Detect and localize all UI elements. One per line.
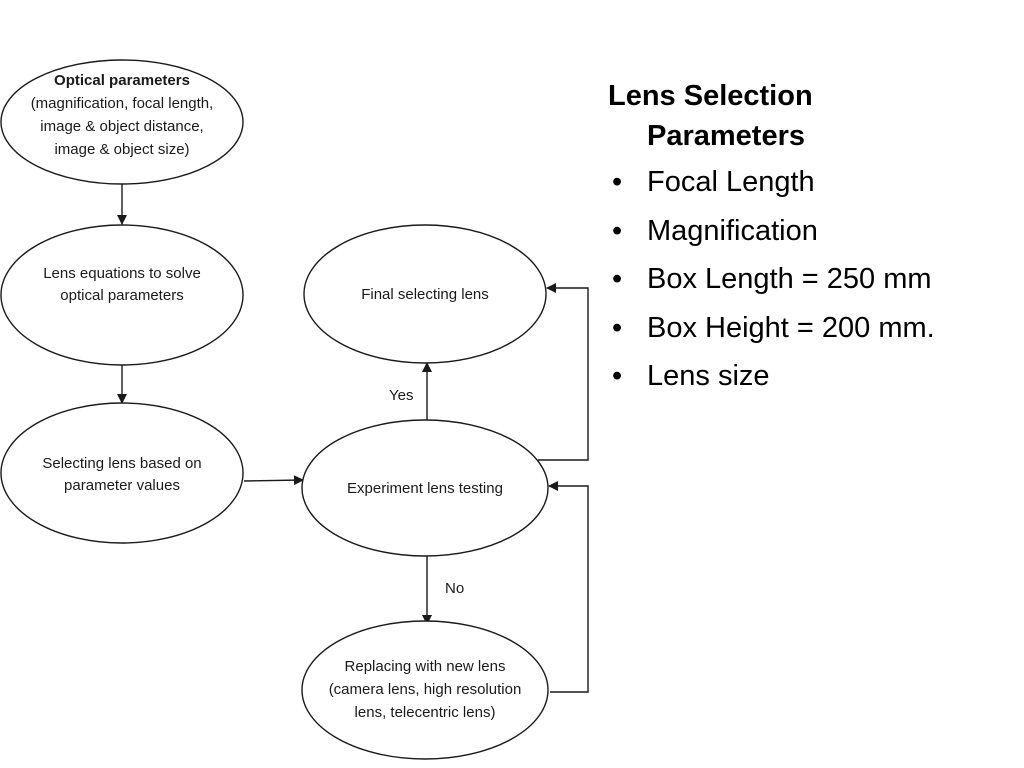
parameters-list: • Focal Length • Magnification • Box Len… [608,158,1018,401]
parameters-title-line1: Lens Selection [608,80,813,112]
edge-label-yes: Yes [389,387,413,404]
node-replacing-lens-line: (camera lens, high resolution [329,681,522,698]
node-experiment-lens-testing-line: Experiment lens testing [347,480,503,497]
parameters-title: Lens Selection Parameters [608,76,1018,156]
bullet-icon: • [612,214,623,247]
lens-selection-parameters: Lens Selection Parameters • Focal Length… [608,76,1018,401]
parameter-item: • Box Length = 250 mm [608,255,1018,304]
node-selecting-lens: Selecting lens based on parameter values [0,402,244,544]
parameter-item-label: Focal Length [647,166,815,198]
node-optical-parameters-line: image & object distance, [40,118,203,135]
bullet-icon: • [612,263,623,295]
parameter-item-label: Box Height = 200 mm. [647,311,935,344]
parameter-item-label: Magnification [647,214,818,247]
parameter-item: • Box Height = 200 mm. [608,304,1018,353]
node-optical-parameters-line: (magnification, focal length, [31,95,214,112]
edge-replacing-loop-to-experiment [548,481,589,693]
parameter-item: • Lens size [608,352,1018,401]
node-final-selecting-lens-line: Final selecting lens [361,286,489,303]
node-lens-equations: Lens equations to solve optical paramete… [0,224,244,366]
node-selecting-lens-line: parameter values [64,477,180,494]
parameter-item-label: Lens size [647,360,770,392]
lens-selection-flowchart: Yes No Optical parameters (magnification… [0,59,589,760]
edge-selecting-to-experiment [243,475,304,486]
bullet-icon: • [612,311,623,344]
bullet-icon: • [612,360,623,392]
node-lens-equations-line: Lens equations to solve [43,265,201,282]
node-replacing-lens-line: lens, telecentric lens) [355,704,496,721]
parameter-item: • Magnification [608,207,1018,256]
node-lens-equations-line: optical parameters [60,287,183,304]
node-optical-parameters-title: Optical parameters [54,72,190,89]
edge-experiment-loop-to-final [538,283,589,461]
node-selecting-lens-line: Selecting lens based on [42,455,201,472]
bullet-icon: • [612,166,623,198]
parameter-item-label: Box Length = 250 mm [647,263,932,295]
node-final-selecting-lens: Final selecting lens [303,224,547,364]
node-experiment-lens-testing: Experiment lens testing [301,419,549,557]
edge-label-no: No [445,580,464,597]
node-replacing-lens: Replacing with new lens (camera lens, hi… [301,620,549,760]
node-replacing-lens-line: Replacing with new lens [345,658,506,675]
parameter-item: • Focal Length [608,158,1018,207]
node-optical-parameters: Optical parameters (magnification, focal… [0,59,244,185]
node-optical-parameters-line: image & object size) [54,141,189,158]
parameters-title-line2: Parameters [647,120,805,152]
